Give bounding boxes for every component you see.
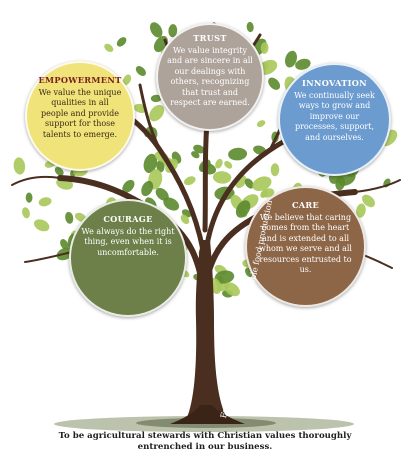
leaf xyxy=(122,179,135,193)
trust-circle: TRUST We value integrity and are sincere… xyxy=(156,23,264,131)
care-circle: CARE We believe that caring comes from t… xyxy=(245,186,366,307)
courage-title: COURAGE xyxy=(103,214,153,224)
leaf xyxy=(295,58,311,70)
leaf xyxy=(260,42,269,54)
courage-text: We always do the right thing, even when … xyxy=(81,227,175,257)
leaf xyxy=(156,160,165,173)
leaf xyxy=(256,120,266,128)
leaf xyxy=(143,153,158,173)
leaf xyxy=(116,37,127,47)
leaf xyxy=(122,74,132,86)
leaf xyxy=(214,270,235,284)
leaf xyxy=(180,214,190,225)
leaf xyxy=(141,180,154,197)
trunk-roots xyxy=(170,405,245,424)
leaf xyxy=(244,178,254,189)
innovation-circle: INNOVATION We continually seek ways to g… xyxy=(278,63,391,176)
empowerment-title: EMPOWERMENT xyxy=(38,75,122,85)
leaf xyxy=(22,207,30,219)
leaf xyxy=(149,22,163,38)
innovation-text: We continually seek ways to grow and imp… xyxy=(294,91,375,142)
leaf xyxy=(228,147,248,161)
trust-title: TRUST xyxy=(193,33,227,43)
leaf xyxy=(168,24,178,38)
tree-trunk xyxy=(186,240,228,420)
leaf xyxy=(54,166,64,176)
care-text: We believe that caring comes from the he… xyxy=(258,213,352,275)
care-title: CARE xyxy=(291,200,320,210)
leaf xyxy=(284,50,298,68)
leaf xyxy=(13,157,26,175)
leaf xyxy=(362,194,375,208)
leaf xyxy=(212,171,232,184)
leaf xyxy=(65,211,74,224)
leaf xyxy=(252,176,272,192)
trust-text: We value integrity and are sincere in al… xyxy=(167,46,253,108)
leaf xyxy=(25,192,33,203)
empowerment-circle: EMPOWERMENT We value the unique qualitie… xyxy=(25,61,135,171)
mission-statement: To be agricultural stewards with Christi… xyxy=(58,431,352,452)
leaf xyxy=(268,77,281,90)
leaf xyxy=(149,104,165,122)
leaf xyxy=(270,163,280,177)
leaf xyxy=(135,66,146,76)
leaf xyxy=(183,176,196,186)
leaf xyxy=(235,200,251,218)
leaf xyxy=(224,282,240,297)
leaf xyxy=(191,151,200,159)
leaf xyxy=(60,239,69,250)
leaf xyxy=(34,219,50,232)
courage-circle: COURAGE We always do the right thing, ev… xyxy=(69,199,187,317)
leaf xyxy=(246,21,254,33)
leaf xyxy=(155,187,169,201)
leaf xyxy=(104,43,114,53)
innovation-title: INNOVATION xyxy=(302,78,367,88)
leaf xyxy=(224,160,233,169)
leaf xyxy=(163,197,180,211)
leaf xyxy=(215,158,223,169)
leaf xyxy=(38,197,52,207)
leaf xyxy=(260,190,269,198)
leaf xyxy=(356,203,366,218)
leaf xyxy=(193,144,205,154)
empowerment-text: We value the unique qualities in all peo… xyxy=(38,88,122,139)
